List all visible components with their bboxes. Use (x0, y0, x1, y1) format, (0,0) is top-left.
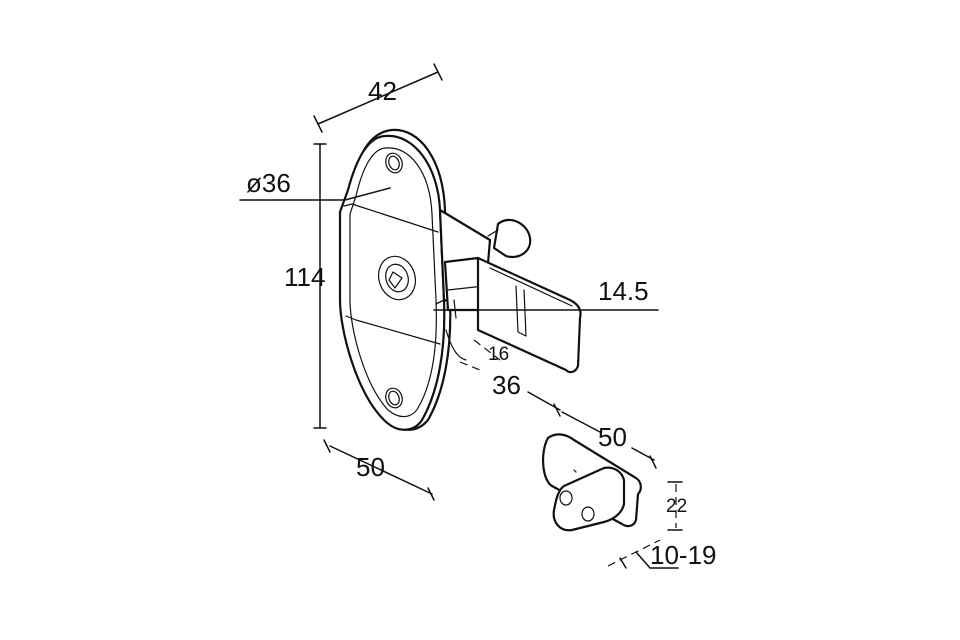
key-square (388, 271, 403, 289)
keeper-mark (573, 469, 577, 473)
band-top (343, 203, 439, 233)
screw-hole-bottom-inner (388, 390, 400, 406)
dim-50-base-label: 50 (356, 452, 385, 482)
dimension-lines (239, 63, 683, 569)
dim-22-label: 22 (666, 496, 687, 517)
dimension-labels: 42 ø36 114 14.5 16 36 50 50 22 10-19 (246, 76, 717, 570)
latch-rib (515, 285, 527, 337)
key-cylinder-inner (385, 263, 409, 293)
key-cylinder-outer (377, 255, 417, 301)
dim-42-label: 42 (368, 76, 397, 106)
dim-16-label: 16 (488, 344, 509, 365)
screw-hole-top-inner (388, 155, 400, 171)
band-bottom (345, 315, 441, 345)
back-knob (492, 218, 532, 259)
plate-inner (349, 147, 437, 418)
latch-bar (476, 256, 582, 374)
keeper (542, 433, 642, 532)
dim-36-label: 36 (492, 370, 521, 400)
dim-114-label: 114 (284, 262, 325, 292)
keeper-front (552, 466, 626, 532)
screw-hole-top (385, 152, 403, 174)
housing-edge (453, 299, 457, 319)
plate-front (338, 134, 446, 431)
knob-neck (487, 229, 499, 237)
dim-50-keeper-label: 50 (598, 422, 627, 452)
latch-bar-edge (489, 267, 573, 307)
dim-14-5-label: 14.5 (598, 276, 649, 306)
lower-strut (445, 329, 467, 361)
keeper-hole-right (581, 506, 595, 522)
dim-10-19-label: 10-19 (650, 540, 717, 570)
screw-hole-bottom (385, 387, 403, 409)
lock-body (338, 128, 582, 431)
dim-diameter-label: ø36 (246, 168, 291, 198)
keeper-hole-left (559, 490, 573, 506)
